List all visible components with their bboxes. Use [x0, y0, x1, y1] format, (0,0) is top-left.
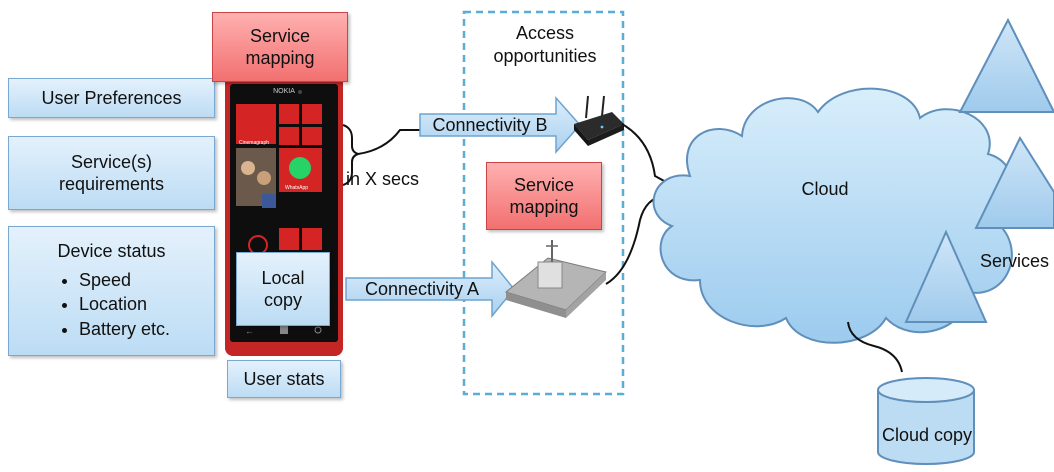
cloud-copy-label: Cloud copy	[881, 425, 973, 445]
access-service-mapping-box: Service mapping	[486, 162, 602, 230]
connectivity-a-arrow	[345, 259, 515, 319]
cloud-copy-cylinder	[877, 377, 975, 465]
device-status-box: Device status Speed Location Battery etc…	[8, 226, 215, 356]
connectivity-b-label: Connectivity B	[432, 115, 548, 135]
access-service-mapping-label: Service mapping	[509, 174, 579, 218]
cloud-to-copy-line	[847, 321, 903, 373]
phone-tile-cinemagraph-label: Cinemagraph	[239, 140, 269, 146]
service-triangle-middle	[974, 135, 1054, 229]
cloud-label: Cloud	[801, 179, 849, 199]
base-station-icon	[504, 240, 608, 318]
user-preferences-box: User Preferences	[8, 78, 215, 118]
service-triangle-bottom	[904, 229, 988, 323]
local-copy-label: Local copy	[261, 267, 305, 311]
phone-tile-whatsapp-label: WhatsApp	[285, 185, 308, 191]
connectivity-b-arrow	[419, 96, 582, 154]
service-triangle-top	[958, 17, 1054, 113]
user-stats-label: User stats	[243, 368, 325, 389]
phone-brand-label: NOKIA	[273, 88, 295, 95]
svg-text:←: ←	[245, 326, 254, 336]
wifi-router-icon	[574, 95, 624, 146]
phone-service-mapping-label: Service mapping	[245, 25, 315, 69]
device-status-item-location: Location	[79, 293, 170, 316]
access-region-border	[462, 10, 625, 396]
phone-service-mapping-box: Service mapping	[212, 12, 348, 82]
user-stats-box: User stats	[227, 360, 341, 398]
local-copy-box: Local copy	[236, 252, 330, 326]
interval-label: in X secs	[346, 169, 420, 189]
device-status-item-battery: Battery etc.	[79, 318, 170, 341]
device-status-title: Device status	[57, 241, 166, 261]
device-status-list: Speed Location Battery etc.	[53, 267, 170, 343]
access-opportunities-label: Access opportunities	[493, 23, 597, 66]
router-to-cloud-line	[621, 123, 667, 183]
user-preferences-label: User Preferences	[41, 87, 182, 108]
service-requirements-box: Service(s) requirements	[8, 136, 215, 210]
connectivity-a-label: Connectivity A	[364, 279, 480, 299]
connector-brace-to-arrow-b	[357, 129, 420, 155]
service-requirements-label: Service(s) requirements	[58, 151, 165, 195]
services-label: Services	[980, 251, 1050, 271]
device-status-item-speed: Speed	[79, 269, 170, 292]
